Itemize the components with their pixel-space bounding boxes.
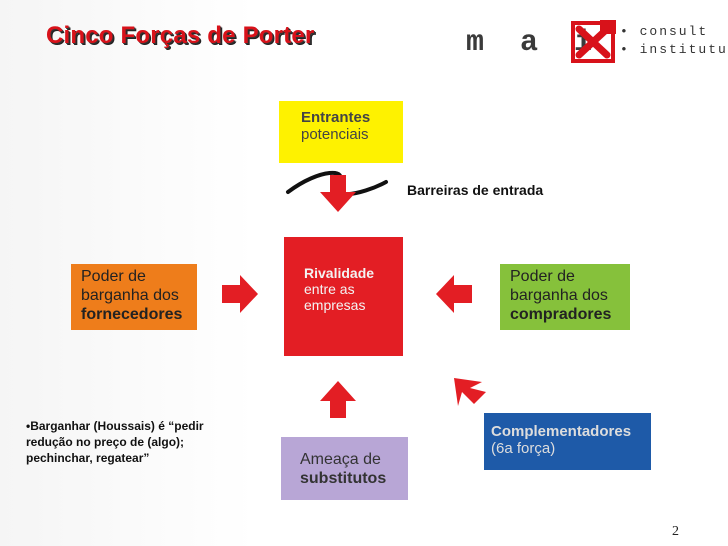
- entrants-line2: potenciais: [301, 126, 369, 143]
- force-potential-entrants: Entrantes potenciais: [279, 101, 403, 163]
- arrow-up-substitutes: [320, 381, 356, 418]
- arrow-right-suppliers: [222, 275, 258, 313]
- substitutes-line2: substitutos: [300, 470, 387, 487]
- suppliers-line2: barganha dos: [81, 287, 179, 304]
- footnote-barganhar: •Barganhar (Houssais) é “pedir redução n…: [26, 419, 204, 465]
- rivalry-line2: entre as: [304, 281, 355, 297]
- entrants-line1: Entrantes: [301, 109, 371, 126]
- force-buyer-power: Poder de barganha dos compradores: [500, 264, 630, 330]
- force-substitutes: Ameaça de substitutos: [281, 437, 408, 500]
- arrow-left-buyers: [436, 275, 472, 313]
- arrow-down-entrants: [320, 175, 356, 212]
- buyers-line2: barganha dos: [510, 287, 608, 304]
- complementors-line2: (6a força): [491, 440, 556, 457]
- force-rivalry: Rivalidade entre as empresas: [284, 237, 403, 356]
- barriers-label: Barreiras de entrada: [407, 182, 544, 198]
- company-logo: m a i • consult • institutus: [462, 18, 728, 64]
- page-number: 2: [672, 524, 679, 539]
- force-complementors: Complementadores (6a força): [484, 413, 651, 470]
- logo-x-mark-icon: [571, 20, 616, 63]
- rivalry-line3: empresas: [304, 297, 366, 313]
- arrow-diagonal-complementors: [454, 378, 486, 406]
- logo-consult: • consult: [620, 24, 709, 39]
- rivalry-line1: Rivalidade: [304, 265, 375, 281]
- buyers-line1: Poder de: [510, 268, 575, 285]
- logo-institutus: • institutus: [620, 42, 728, 57]
- suppliers-line3: fornecedores: [81, 306, 183, 323]
- force-supplier-power: Poder de barganha dos fornecedores: [71, 264, 197, 330]
- suppliers-line1: Poder de: [81, 268, 146, 285]
- substitutes-line1: Ameaça de: [300, 451, 381, 468]
- buyers-line3: compradores: [510, 306, 612, 323]
- complementors-line1: Complementadores: [491, 423, 632, 440]
- slide-title: Cinco Forças de Porter: [46, 22, 315, 49]
